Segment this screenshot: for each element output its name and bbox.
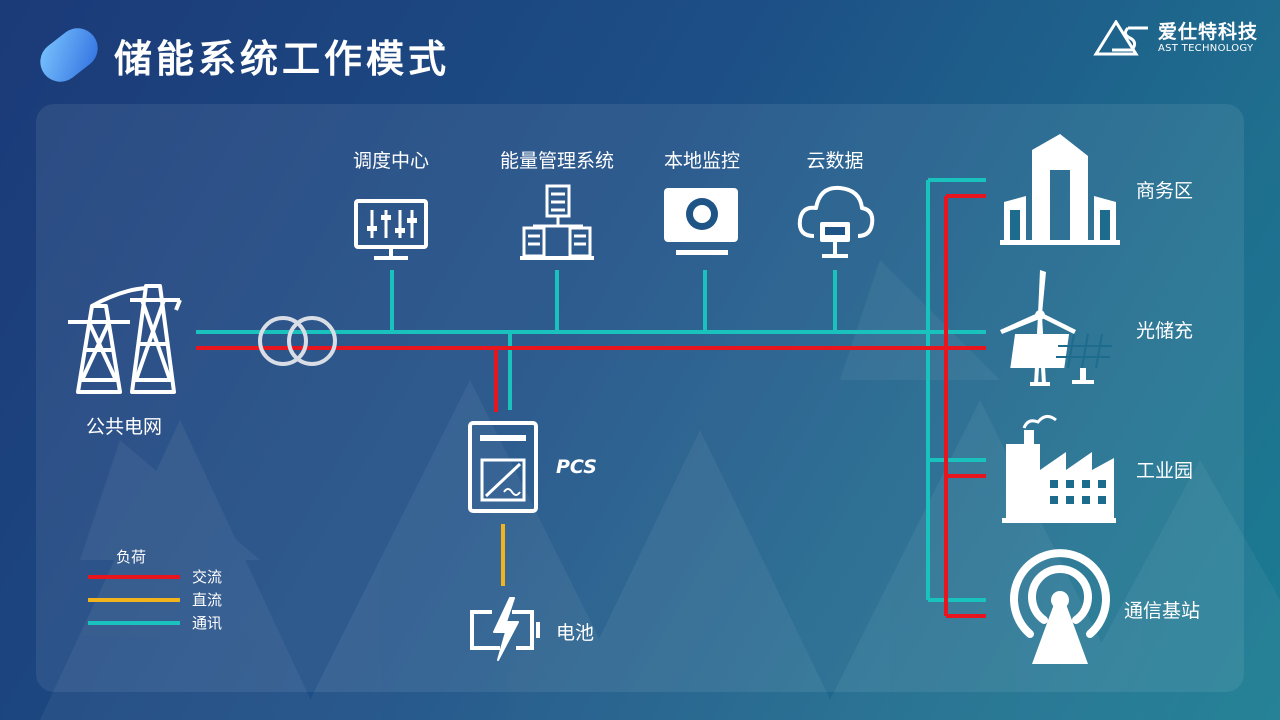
legend-label-ac: 交流 [192, 568, 223, 586]
label-pv-storage-charging: 光储充 [1136, 320, 1194, 342]
label-local-monitoring: 本地监控 [663, 150, 741, 172]
label-public-grid: 公共电网 [85, 416, 163, 438]
label-industrial-park: 工业园 [1136, 460, 1194, 482]
label-dispatch-center: 调度中心 [352, 150, 430, 172]
label-energy-management: 能量管理系统 [499, 150, 615, 172]
legend-label-comm: 通讯 [192, 614, 223, 632]
telecom-station-icon [1010, 549, 1110, 664]
brand-name-cn: 爱仕特科技 [1157, 21, 1258, 43]
power-tower-icon [68, 284, 182, 394]
legend-item-ac: 交流 [88, 566, 222, 587]
energy-management-icon [520, 184, 594, 260]
legend-swatch-ac [88, 574, 180, 579]
label-pcs: PCS [556, 456, 597, 478]
cloud-data-icon [797, 185, 875, 258]
comm-lines [196, 178, 986, 602]
legend-item-dc: 直流 [88, 589, 222, 610]
dispatch-center-icon [354, 199, 428, 260]
transformer-icon [258, 316, 337, 366]
label-cloud-data: 云数据 [806, 150, 864, 172]
factory-icon [1002, 415, 1116, 523]
ac-lines [196, 194, 986, 618]
battery-icon [470, 597, 540, 661]
legend-title: 负荷 [116, 548, 147, 566]
legend-swatch-comm [88, 620, 180, 625]
legend-label-dc: 直流 [192, 591, 223, 609]
title-row: 储能系统工作模式 [36, 26, 450, 84]
local-monitoring-icon [664, 188, 738, 255]
label-battery: 电池 [556, 622, 595, 644]
brand: 爱仕特科技 AST TECHNOLOGY [1092, 20, 1258, 56]
label-telecom-station: 通信基站 [1124, 600, 1201, 622]
ast-logo-icon [1093, 20, 1148, 56]
label-business-district: 商务区 [1136, 180, 1194, 202]
legend-item-comm: 通讯 [88, 612, 222, 633]
brand-name-en: AST TECHNOLOGY [1157, 43, 1254, 54]
wind-solar-icon [1000, 270, 1112, 386]
pcs-icon [468, 421, 538, 513]
legend-swatch-dc [88, 597, 180, 602]
business-district-windows [1010, 210, 1110, 240]
factory-windows [1050, 480, 1106, 504]
page-title: 储能系统工作模式 [114, 36, 451, 81]
title-logo-icon [40, 28, 98, 82]
